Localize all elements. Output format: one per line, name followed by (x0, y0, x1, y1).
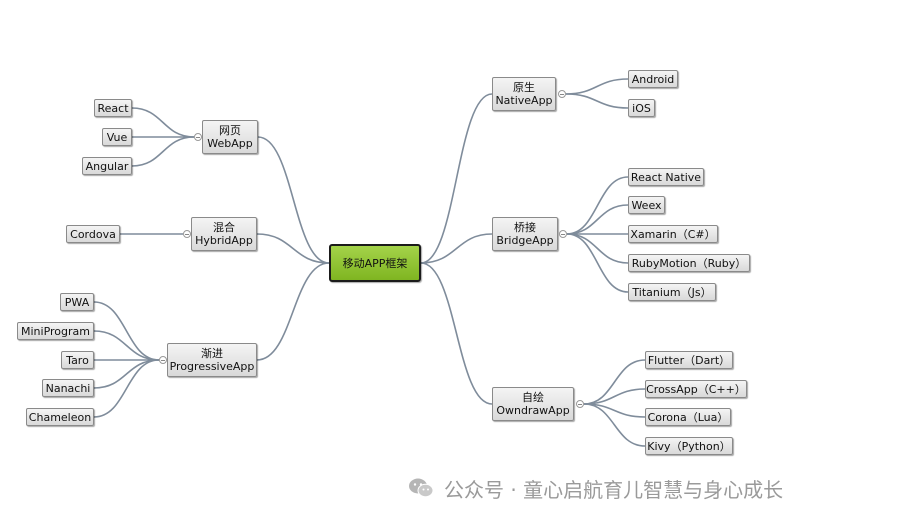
branch-bridgeapp-cn: 桥接 (514, 221, 536, 234)
collapse-toggle-owndrawapp[interactable] (576, 400, 584, 408)
branch-owndrawapp[interactable]: 自绘 OwndrawApp (492, 387, 574, 421)
branch-hybridapp[interactable]: 混合 HybridApp (191, 217, 257, 251)
connector-progressiveapp-leaf-3 (93, 359, 160, 389)
leaf-kivy[interactable]: Kivy（Python） (645, 437, 733, 455)
leaf-chameleon[interactable]: Chameleon (26, 408, 94, 426)
connector-root-nativeapp (420, 93, 493, 264)
root-node[interactable]: 移动APP框架 (329, 244, 421, 282)
branch-nativeapp-cn: 原生 (513, 81, 535, 94)
leaf-flutter[interactable]: Flutter（Dart） (645, 351, 733, 369)
branch-webapp-en: WebApp (207, 137, 253, 150)
leaf-android[interactable]: Android (628, 70, 678, 88)
watermark-text: 公众号 · 童心启航育儿智慧与身心成长 (444, 477, 784, 502)
leaf-pwa[interactable]: PWA (60, 293, 94, 311)
watermark: 公众号 · 童心启航育儿智慧与身心成长 (408, 474, 783, 502)
leaf-label: Android (631, 72, 675, 86)
leaf-taro[interactable]: Taro (61, 351, 94, 369)
leaf-label: Vue (106, 130, 128, 144)
connector-webapp-leaf-2 (131, 136, 195, 167)
leaf-label: CrossApp（C++） (646, 382, 746, 396)
connector-owndrawapp-leaf-0 (583, 359, 646, 405)
branch-webapp[interactable]: 网页 WebApp (202, 120, 258, 154)
leaf-react-native[interactable]: React Native (628, 168, 704, 186)
leaf-rubymotion[interactable]: RubyMotion（Ruby） (628, 254, 750, 272)
collapse-toggle-bridgeapp[interactable] (559, 230, 567, 238)
leaf-label: React Native (630, 170, 702, 184)
connector-bridgeapp-leaf-1 (566, 204, 629, 235)
branch-webapp-cn: 网页 (219, 124, 241, 137)
leaf-angular[interactable]: Angular (82, 157, 132, 175)
root-label: 移动APP框架 (342, 256, 408, 270)
branch-progressiveapp[interactable]: 渐进 ProgressiveApp (167, 343, 257, 377)
leaf-label: React (97, 101, 129, 115)
leaf-label: Corona（Lua） (647, 410, 729, 424)
connector-bridgeapp-leaf-0 (566, 176, 629, 235)
connector-progressiveapp-leaf-4 (93, 359, 160, 418)
connector-bridgeapp-leaf-3 (566, 233, 629, 264)
connector-nativeapp-leaf-0 (565, 78, 629, 95)
leaf-crossapp[interactable]: CrossApp（C++） (645, 380, 747, 398)
leaf-titanium[interactable]: Titanium（Js） (628, 283, 716, 301)
connector-nativeapp-leaf-1 (565, 93, 629, 109)
branch-owndrawapp-en: OwndrawApp (496, 404, 570, 417)
branch-hybridapp-cn: 混合 (213, 221, 235, 234)
leaf-label: Titanium（Js） (632, 285, 712, 299)
collapse-toggle-progressiveapp[interactable] (159, 356, 167, 364)
leaf-corona[interactable]: Corona（Lua） (645, 408, 731, 426)
leaf-react[interactable]: React (94, 99, 132, 117)
leaf-nanachi[interactable]: Nanachi (42, 379, 94, 397)
branch-nativeapp-en: NativeApp (495, 94, 553, 107)
branch-hybridapp-en: HybridApp (195, 234, 253, 247)
leaf-label: Xamarin（C#） (630, 227, 716, 241)
connector-root-bridgeapp (420, 233, 493, 264)
collapse-toggle-hybridapp[interactable] (183, 230, 191, 238)
connector-webapp-leaf-0 (131, 107, 195, 138)
leaf-label: MiniProgram (21, 324, 90, 338)
collapse-toggle-webapp[interactable] (194, 133, 202, 141)
leaf-label: Flutter（Dart） (647, 353, 731, 367)
wechat-icon (408, 477, 434, 499)
leaf-label: iOS (632, 101, 651, 115)
connector-owndrawapp-leaf-3 (583, 403, 646, 447)
leaf-miniprogram[interactable]: MiniProgram (17, 322, 94, 340)
leaf-cordova[interactable]: Cordova (66, 225, 120, 243)
branch-nativeapp[interactable]: 原生 NativeApp (492, 77, 556, 111)
connector-root-owndrawapp (420, 262, 493, 405)
leaf-vue[interactable]: Vue (102, 128, 132, 146)
leaf-label: Kivy（Python） (647, 439, 731, 453)
leaf-label: Nanachi (45, 381, 91, 395)
branch-progressiveapp-cn: 渐进 (201, 347, 223, 360)
branch-progressiveapp-en: ProgressiveApp (169, 360, 255, 373)
connector-root-webapp (257, 136, 330, 264)
leaf-label: RubyMotion（Ruby） (631, 256, 747, 270)
connector-bridgeapp-leaf-4 (566, 233, 629, 293)
connector-progressiveapp-leaf-0 (93, 301, 160, 361)
leaf-weex[interactable]: Weex (628, 196, 665, 214)
connector-progressiveapp-leaf-1 (93, 330, 160, 361)
leaf-xamarin[interactable]: Xamarin（C#） (628, 225, 718, 243)
leaf-label: Weex (631, 198, 662, 212)
branch-owndrawapp-cn: 自绘 (522, 391, 544, 404)
leaf-label: Angular (85, 159, 129, 173)
branch-bridgeapp[interactable]: 桥接 BridgeApp (492, 217, 558, 251)
collapse-toggle-nativeapp[interactable] (558, 90, 566, 98)
leaf-label: PWA (64, 295, 90, 309)
leaf-ios[interactable]: iOS (628, 99, 655, 117)
branch-bridgeapp-en: BridgeApp (496, 234, 554, 247)
leaf-label: Cordova (70, 227, 116, 241)
connector-root-hybridapp (256, 233, 330, 264)
leaf-label: Chameleon (28, 410, 92, 424)
connector-root-progressiveapp (256, 262, 330, 361)
leaf-label: Taro (66, 353, 89, 367)
